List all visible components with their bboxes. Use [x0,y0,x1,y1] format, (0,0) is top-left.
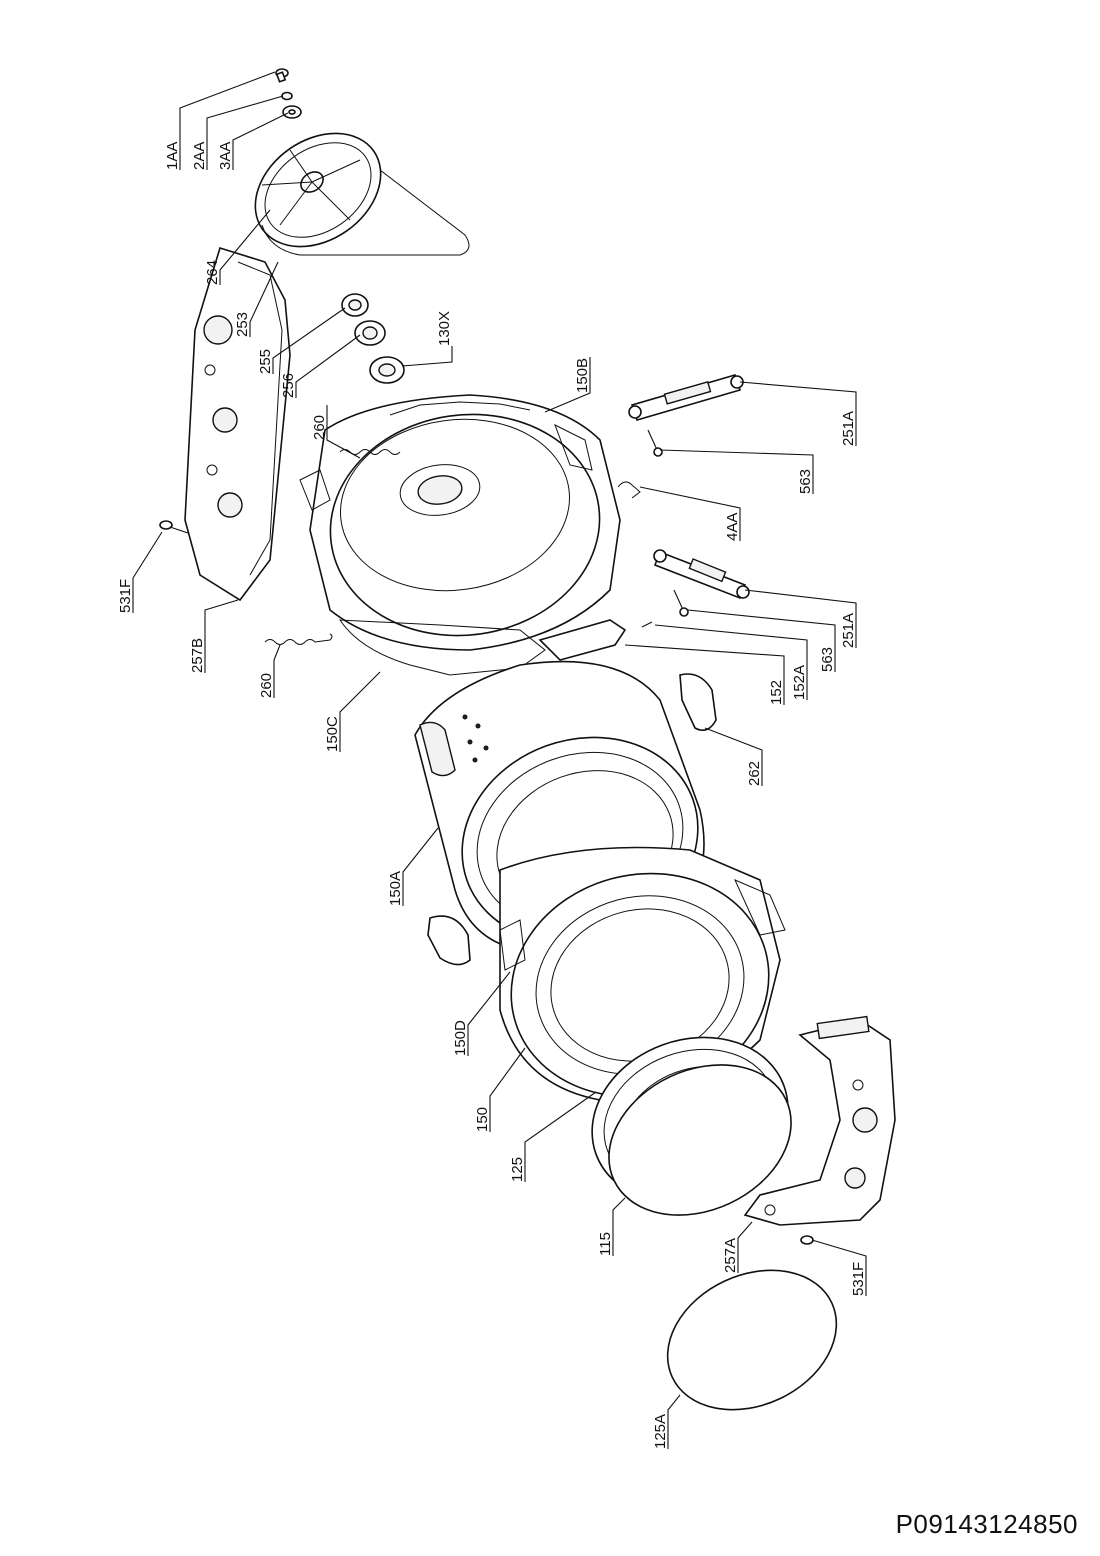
label-260-bottom: 260 [258,673,275,698]
label-563-bottom: 563 [819,647,836,672]
label-251A-bottom: 251A [840,613,857,648]
seal-130X-drawing [369,356,405,384]
pin-563-bottom-drawing [673,589,689,617]
label-4AA: 4AA [724,513,741,541]
label-150: 150 [474,1107,491,1132]
screw-531F-right-drawing [800,1235,814,1245]
label-125A: 125A [652,1414,669,1449]
label-115: 115 [597,1232,614,1256]
label-255: 255 [257,349,274,374]
label-150D: 150D [452,1020,469,1056]
bearing-256-drawing [354,320,386,346]
shock-251A-top-drawing [628,374,744,421]
screw-531F-left-drawing [159,520,189,534]
label-150A: 150A [387,871,404,906]
rear-tub-150B-drawing [299,394,621,651]
pin-563-top-drawing [647,429,663,457]
label-150C: 150C [324,716,341,752]
pulley-264-drawing [254,132,382,248]
screw-1AA-drawing [275,68,289,83]
label-125: 125 [509,1157,526,1182]
label-264: 264 [204,260,221,285]
counterweight-257A-drawing [743,1015,896,1226]
cover-125A-drawing [666,1269,838,1411]
counterweight-257B-drawing [184,246,291,602]
belt-253-drawing [261,169,470,256]
label-3AA: 3AA [217,142,234,170]
label-251A-top: 251A [840,411,857,446]
label-531F-right: 531F [850,1262,867,1296]
label-260-top: 260 [311,415,328,440]
label-253: 253 [234,312,251,337]
part-drawings [159,68,896,1411]
label-256: 256 [280,373,297,398]
label-257B: 257B [189,638,206,673]
label-150B: 150B [574,358,591,393]
label-130X: 130X [436,311,453,346]
door-115-drawing [608,1064,792,1216]
spring-260-bottom-drawing [264,633,333,645]
label-257A: 257A [722,1238,739,1273]
label-1AA: 1AA [164,142,181,170]
shock-251A-bottom-drawing [653,549,750,600]
leader-lines [132,71,867,1449]
screw-152A-drawing [641,621,653,628]
label-531F-left: 531F [117,579,134,613]
lifter-262-drawing [679,673,717,731]
tub-bracket-150C-drawing [339,619,546,676]
washer-2AA-drawing [281,91,293,101]
label-563-top: 563 [797,469,814,494]
label-152A: 152A [791,665,808,700]
bracket-152-drawing [538,619,627,661]
label-152: 152 [768,680,785,705]
diagram-code: P09143124850 [895,1509,1078,1539]
bearing-255-drawing [341,293,369,317]
lifter-loose-drawing [427,915,471,966]
label-2AA: 2AA [191,142,208,170]
part-labels: 1AA 2AA 3AA 264 253 255 256 130X 150B 26… [117,142,867,1449]
label-262: 262 [746,761,763,786]
clip-4AA-drawing [617,481,641,499]
washer-3AA-drawing [282,105,302,119]
